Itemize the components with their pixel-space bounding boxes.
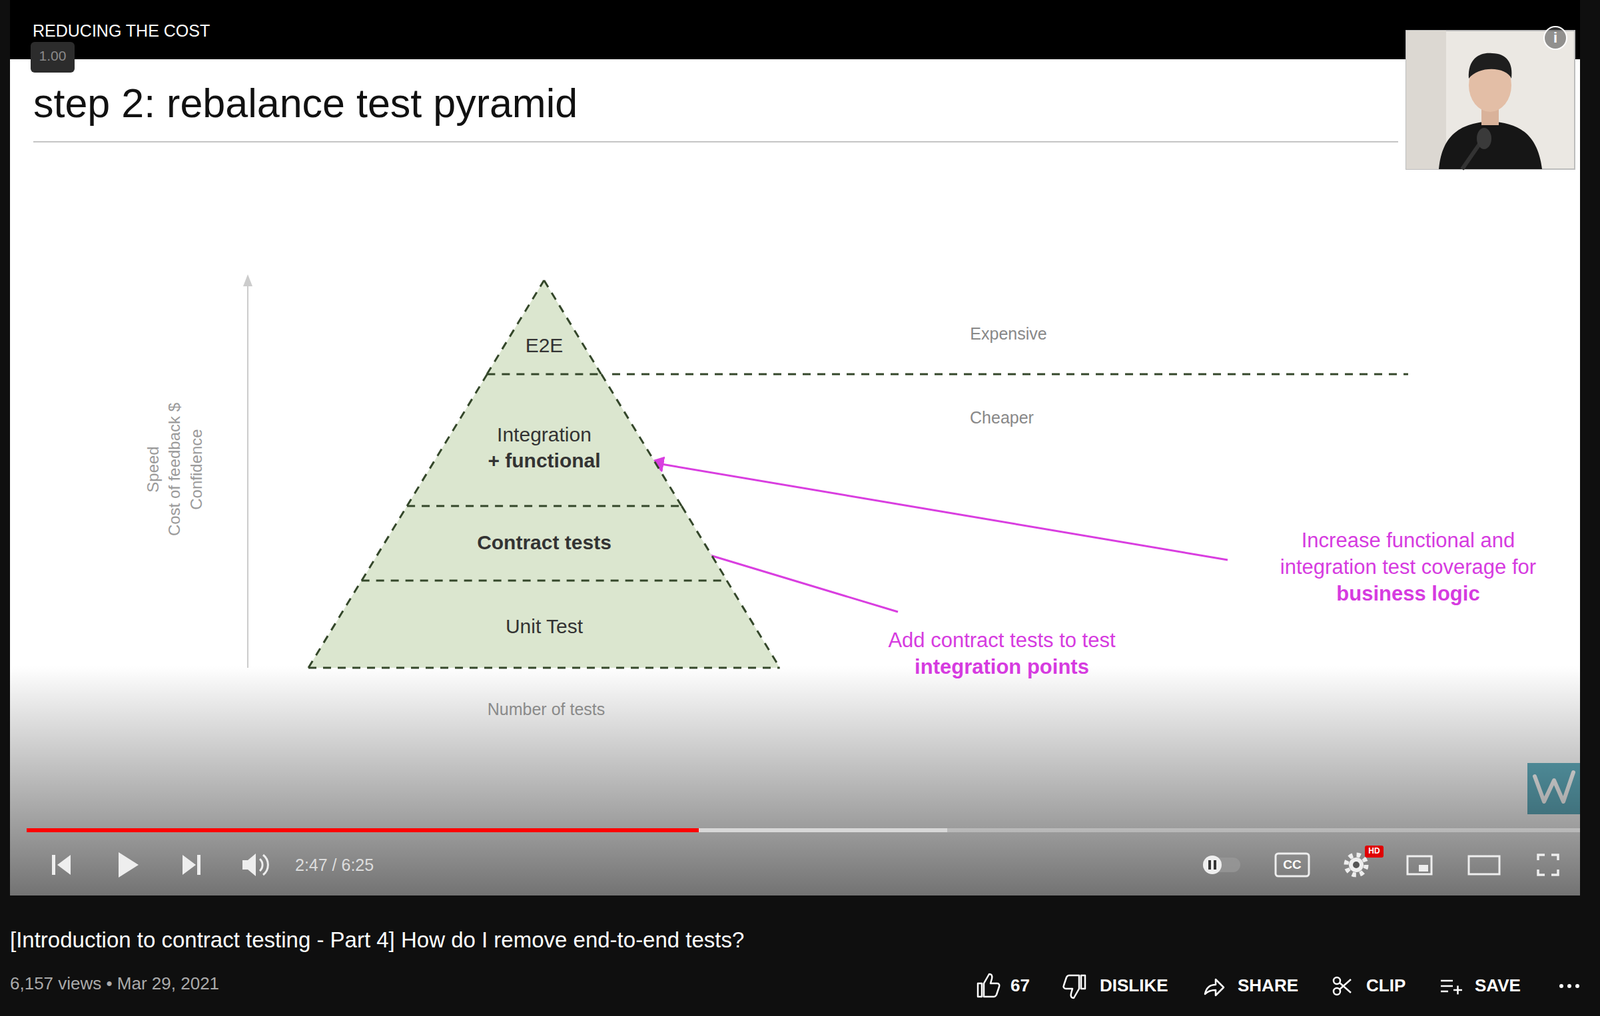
webcam-inset	[1406, 26, 1575, 170]
band-outline	[361, 580, 727, 583]
band-outline	[486, 280, 545, 375]
hd-badge: HD	[1368, 847, 1380, 857]
band-label: Contract tests	[476, 531, 612, 555]
callout-arrow	[649, 462, 1228, 561]
band-fill	[308, 580, 781, 669]
band-outline	[406, 505, 682, 508]
title-rule	[33, 141, 1399, 143]
slide-ground	[9, 0, 1581, 896]
band-outline	[486, 373, 601, 376]
band-fill	[406, 374, 682, 507]
controls-shade	[9, 666, 1581, 896]
top-bar	[9, 0, 1581, 60]
progress-played	[26, 828, 699, 833]
band-label: Unit Test	[505, 615, 583, 639]
player-controls	[51, 845, 1559, 878]
band-outline	[601, 374, 682, 507]
section-header: REDUCING THE COST	[32, 21, 210, 41]
band-outline	[681, 506, 727, 581]
band-label: + functional	[487, 449, 601, 473]
band-outline	[308, 580, 362, 669]
band-outline	[544, 280, 602, 375]
speed-badge: 1.00	[39, 47, 67, 64]
band-outline	[726, 580, 781, 669]
pyramid-band: Unit Test	[308, 580, 781, 669]
video-title: [Introduction to contract testing - Part…	[9, 927, 745, 954]
band-shape	[486, 280, 601, 375]
slide-title: step 2: rebalance test pyramid	[33, 79, 578, 127]
callout-text: integration points	[914, 655, 1090, 680]
cost-note: Expensive	[969, 324, 1047, 344]
callout-text: Increase functional and integration test…	[1251, 527, 1565, 581]
captions-button: CC	[1282, 857, 1301, 873]
speed-patch	[30, 41, 75, 73]
time-display: 2:47 / 6:25	[295, 855, 374, 876]
band-outline	[361, 506, 407, 581]
pyramid-band: Contract tests	[361, 506, 727, 581]
progress-buffer	[26, 828, 948, 833]
more-icon	[1559, 984, 1580, 989]
axis-line	[247, 283, 249, 669]
save-button: SAVE	[1474, 976, 1521, 997]
like-count: 67	[1010, 976, 1030, 997]
info-icon: i	[1553, 29, 1558, 46]
progress-track	[26, 828, 1581, 833]
axis-label: Speed	[143, 446, 163, 493]
band-fill	[486, 280, 601, 375]
callout-text: business logic	[1336, 582, 1480, 607]
band-label: Integration	[496, 423, 592, 447]
axis-arrowhead	[243, 274, 253, 287]
pyramid-band: Integration+ functional	[406, 374, 682, 507]
band-outline	[406, 374, 487, 507]
axis-label: Cost of feedback $	[165, 402, 184, 537]
pyramid-band: E2E	[486, 280, 601, 375]
callout-text: Add contract tests to test	[887, 628, 1116, 653]
share-button: SHARE	[1237, 976, 1299, 997]
action-icons	[977, 974, 1463, 999]
clip-button: CLIP	[1366, 976, 1406, 997]
band-fill	[361, 506, 727, 581]
axis-label: Number of tests	[487, 700, 605, 720]
cost-divider	[612, 373, 1409, 376]
band-label: E2E	[525, 334, 564, 358]
axis-label: Confidence	[187, 428, 206, 510]
band-outline	[308, 667, 781, 670]
dislike-button: DISLIKE	[1099, 976, 1169, 997]
view-count: 6,157 views • Mar 29, 2021	[9, 974, 220, 995]
cost-note: Cheaper	[969, 408, 1034, 428]
